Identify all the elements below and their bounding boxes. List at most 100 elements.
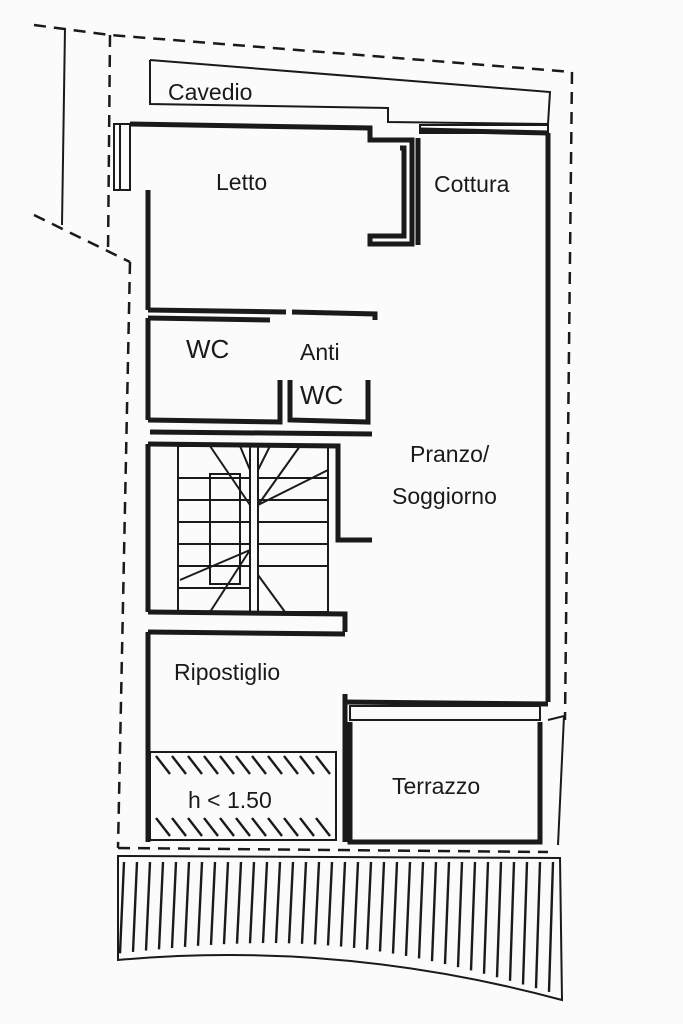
label-cottura: Cottura — [434, 171, 510, 197]
ground-stroke — [313, 861, 321, 945]
label-anti-wc: WC — [300, 380, 343, 410]
low-height-area — [149, 751, 337, 841]
boundary-top — [33, 23, 573, 74]
label-letto: Letto — [216, 169, 267, 195]
ground-stroke — [417, 861, 425, 959]
boundary-bottom — [117, 846, 549, 854]
ground-stroke — [456, 861, 464, 968]
hatch-stroke — [267, 817, 283, 837]
hatch-stroke — [187, 817, 203, 837]
ground-stroke — [469, 861, 477, 971]
ground-stroke — [352, 861, 360, 949]
stair-treads-right — [258, 477, 328, 567]
stair-winders — [179, 445, 329, 613]
ground-stroke — [508, 861, 516, 981]
ground-stroke — [339, 861, 347, 947]
ground-stroke — [326, 861, 334, 946]
boundary-right — [563, 71, 574, 721]
boundary-left-edge — [61, 27, 66, 226]
hatch-stroke — [171, 755, 187, 775]
terrazzo-outer — [547, 714, 566, 846]
label-wc: WC — [186, 334, 229, 364]
cavedio-outline — [149, 59, 552, 126]
hatch-stroke — [251, 817, 267, 837]
cavedio-room — [149, 59, 552, 126]
ground-stroke — [365, 861, 373, 950]
partition-letto-cottura — [367, 137, 415, 247]
label-soggiorno: Soggiorno — [392, 483, 497, 509]
boundary-diagonal — [33, 213, 131, 264]
hatch-stroke — [235, 755, 251, 775]
ground-hatching — [118, 861, 555, 993]
wall-terrazzo — [347, 722, 543, 845]
low-height-hatching — [155, 755, 331, 837]
wall-letto-bottom-2 — [291, 309, 378, 320]
window-left — [113, 123, 131, 191]
hatch-stroke — [171, 817, 187, 837]
hatch-stroke — [299, 755, 315, 775]
hatch-stroke — [315, 817, 331, 837]
staircase — [177, 445, 329, 613]
walls — [113, 121, 566, 846]
ground-stroke — [443, 861, 451, 965]
hatch-stroke — [283, 755, 299, 775]
label-terrazzo: Terrazzo — [392, 773, 480, 799]
label-pranzo: Pranzo/ — [410, 441, 490, 467]
boundary-left — [116, 261, 132, 849]
ground-stroke — [404, 861, 412, 956]
stair-outline — [177, 445, 329, 613]
ground-stroke — [209, 861, 217, 946]
ground-stroke — [430, 861, 438, 962]
ground-stroke — [118, 861, 126, 954]
hatch-stroke — [203, 817, 219, 837]
ground-stroke — [183, 861, 191, 947]
wall-antiwc — [287, 380, 371, 425]
ground-stroke — [170, 861, 178, 949]
ground-stroke — [300, 861, 308, 944]
wall-ripostiglio-top — [147, 629, 346, 637]
ground-stroke — [378, 861, 386, 952]
ground-stroke — [261, 861, 269, 944]
wall-stair-top — [147, 441, 372, 543]
wall-antiwc-bottom — [149, 429, 373, 437]
ground-stroke — [391, 861, 399, 954]
ground-stroke — [287, 861, 295, 944]
label-cavedio: Cavedio — [168, 79, 252, 105]
label-low-height: h < 1.50 — [188, 787, 272, 813]
low-height-box — [149, 751, 337, 841]
hatch-stroke — [155, 755, 171, 775]
window-cottura — [419, 124, 549, 134]
ground-area — [117, 854, 564, 1002]
ground-stroke — [482, 861, 490, 974]
stair-treads-left — [178, 477, 250, 589]
ground-stroke — [534, 861, 542, 989]
label-anti: Anti — [300, 339, 340, 365]
outer-boundary — [33, 23, 574, 854]
ground-stroke — [157, 861, 165, 950]
wall-wc-top — [147, 315, 271, 323]
hatch-stroke — [203, 755, 219, 775]
ground-stroke — [131, 861, 139, 953]
ground-stroke — [144, 861, 152, 951]
hatch-stroke — [267, 755, 283, 775]
ground-stroke — [274, 861, 282, 944]
label-ripostiglio: Ripostiglio — [174, 659, 280, 685]
window-terrazzo — [349, 705, 541, 721]
hatch-stroke — [283, 817, 299, 837]
stair-well — [209, 473, 241, 585]
hatch-stroke — [219, 817, 235, 837]
hatch-stroke — [155, 817, 171, 837]
ground-stroke — [495, 861, 503, 978]
hatch-stroke — [187, 755, 203, 775]
ground-stroke — [248, 861, 256, 944]
hatch-stroke — [219, 755, 235, 775]
ground-stroke — [547, 861, 555, 993]
ground-outline — [117, 854, 564, 1002]
ground-stroke — [521, 861, 529, 985]
hatch-stroke — [251, 755, 267, 775]
wall-letto-bottom — [147, 307, 287, 315]
wall-stair-bottom — [147, 609, 348, 632]
ground-stroke — [196, 861, 204, 946]
wall-soggiorno-bottom — [344, 699, 549, 707]
